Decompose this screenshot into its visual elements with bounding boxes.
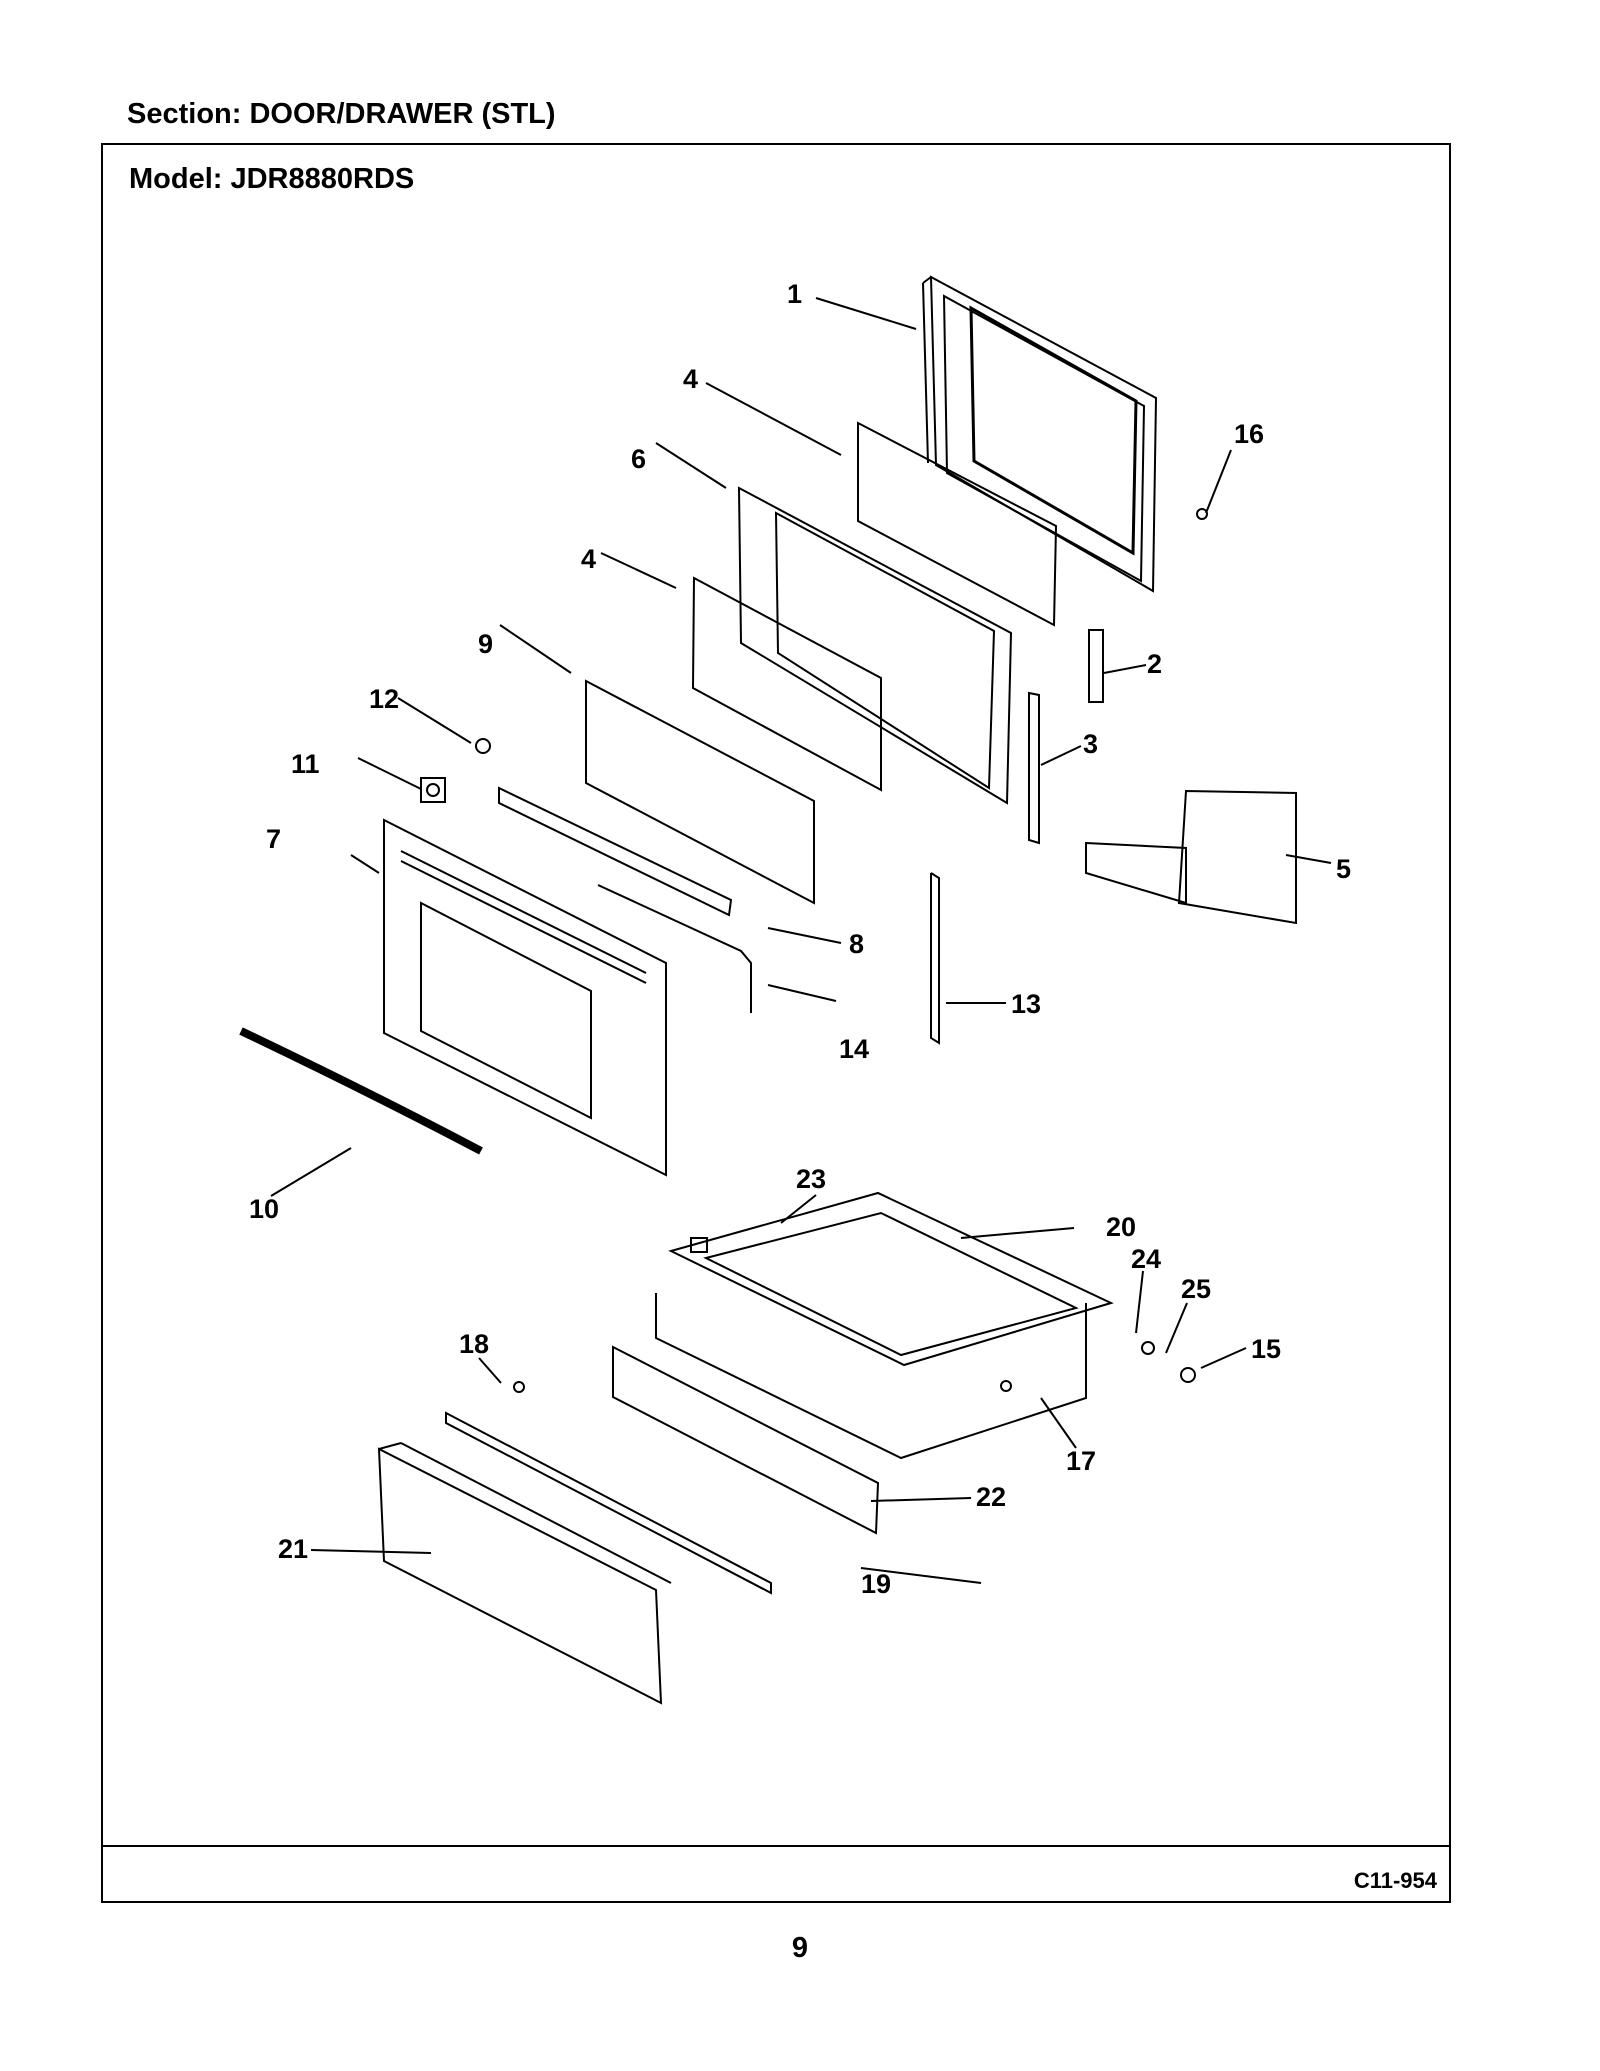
callout-4-lower: 4	[581, 544, 596, 574]
callout-19: 19	[861, 1569, 891, 1599]
part-door-seal	[597, 884, 752, 1013]
callout-12: 12	[369, 684, 399, 714]
part-glass-lower	[691, 576, 882, 792]
callout-11: 11	[291, 749, 320, 779]
part-drawer-pan	[655, 1191, 1114, 1460]
part-hinge	[1088, 629, 1104, 703]
callout-9: 9	[478, 629, 493, 659]
drawing-code: C11-954	[1353, 1868, 1437, 1893]
exploded-parts-diagram: 1 2 3 4 4 5 6 7 8 9 10 11 12 13 14 15 16…	[239, 275, 1351, 1705]
part-outer-door-panel	[383, 818, 667, 1177]
callout-leaders	[270, 297, 1332, 1584]
part-door-spacer	[930, 872, 940, 1045]
part-inner-door-frame	[922, 275, 1158, 593]
part-drawer-rear-panel	[612, 1345, 880, 1535]
section-title: Section: DOOR/DRAWER (STL)	[127, 98, 556, 130]
callout-24: 24	[1131, 1244, 1161, 1274]
callout-21: 21	[278, 1534, 308, 1564]
callout-25: 25	[1181, 1274, 1211, 1304]
callout-4-upper: 4	[683, 364, 698, 394]
part-insulation-strip	[498, 786, 733, 917]
callout-8: 8	[849, 929, 864, 959]
footer-divider	[103, 1845, 1449, 1847]
callout-5: 5	[1336, 854, 1351, 884]
part-glass-upper	[857, 421, 1058, 627]
callout-16: 16	[1234, 419, 1264, 449]
callout-3: 3	[1083, 729, 1098, 759]
callout-14: 14	[839, 1034, 869, 1064]
callout-labels: 1 2 3 4 4 5 6 7 8 9 10 11 12 13 14 15 16…	[249, 279, 1351, 1599]
diagram-frame: Model: JDR8880RDS C11-954	[101, 143, 1451, 1903]
callout-23: 23	[796, 1164, 826, 1194]
part-window-glass	[585, 679, 815, 905]
part-glass-frame	[737, 486, 1013, 805]
part-hinge-receiver	[1028, 691, 1040, 845]
part-drawer-front	[377, 1442, 672, 1705]
callout-15: 15	[1251, 1334, 1281, 1364]
part-small-hardware	[513, 1237, 1196, 1393]
part-l-bracket	[1085, 789, 1297, 925]
part-door-handle	[239, 1027, 483, 1155]
part-small-fastener-12	[475, 738, 491, 754]
part-screw-16	[1196, 508, 1208, 520]
callout-17: 17	[1066, 1446, 1096, 1476]
callout-10: 10	[249, 1194, 279, 1224]
callout-7: 7	[266, 824, 281, 854]
model-title: Model: JDR8880RDS	[129, 163, 415, 195]
callout-1: 1	[787, 279, 802, 309]
callout-6: 6	[631, 444, 646, 474]
callout-20: 20	[1106, 1212, 1136, 1242]
callout-18: 18	[459, 1329, 489, 1359]
page-number: 9	[791, 1932, 809, 1964]
callout-2: 2	[1147, 649, 1162, 679]
part-handle-bracket	[420, 777, 446, 803]
callout-13: 13	[1011, 989, 1041, 1019]
callout-22: 22	[976, 1482, 1006, 1512]
part-drawer-strip	[445, 1411, 772, 1595]
